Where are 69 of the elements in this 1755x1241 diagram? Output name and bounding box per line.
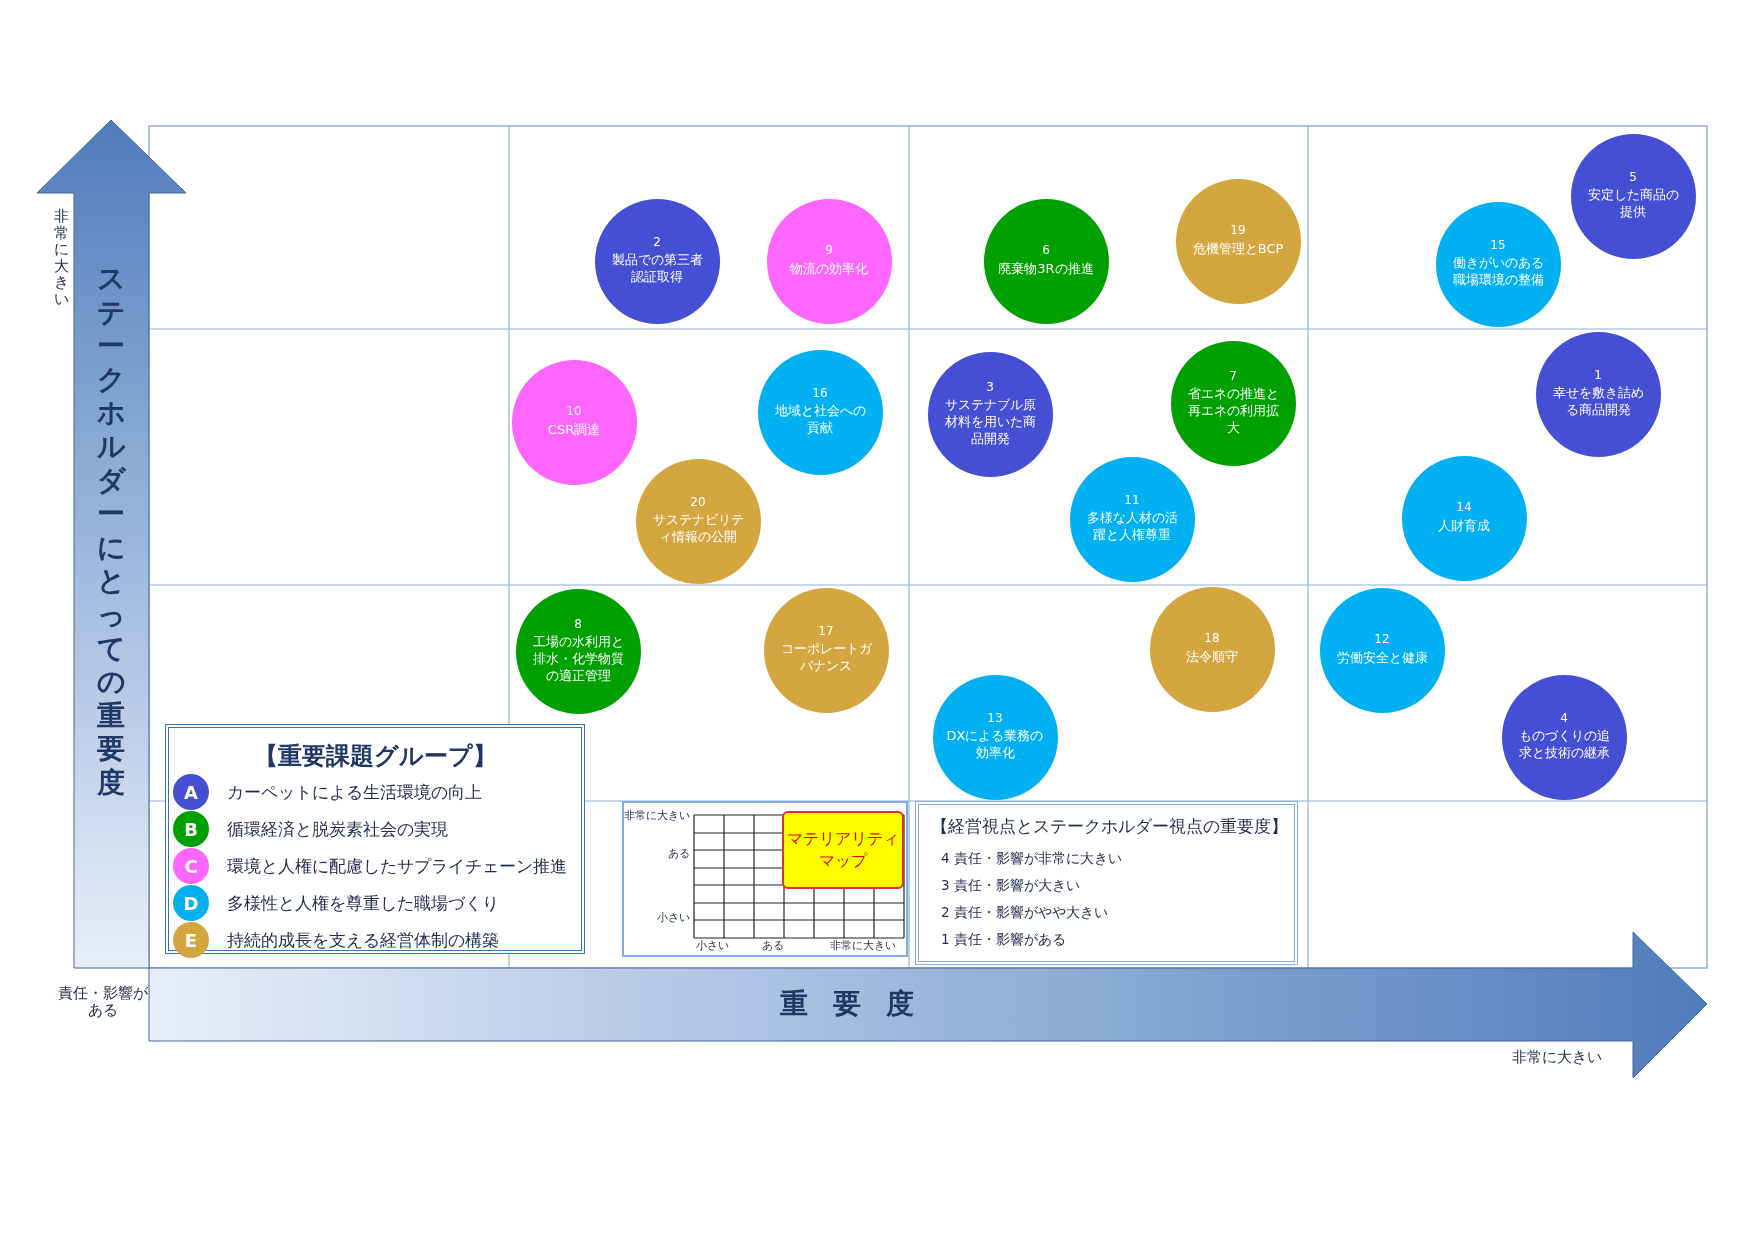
issue-label: 幸せを敷き詰める商品開発 xyxy=(1551,385,1645,419)
issue-label: 省エネの推進と再エネの利用拡大 xyxy=(1186,385,1280,437)
axis-label: ある xyxy=(762,939,785,953)
issue-number: 5 xyxy=(1629,171,1637,185)
issue-number: 14 xyxy=(1456,501,1472,515)
issue-number: 9 xyxy=(825,244,833,258)
issue-label: 工場の水利用と排水・化学物質の適正管理 xyxy=(531,633,625,685)
axis-label: ある xyxy=(667,847,690,861)
issue-label: 労働安全と健康 xyxy=(1336,649,1428,667)
issue-number: 11 xyxy=(1124,494,1140,508)
legend-text: カーペットによる生活環境の向上 xyxy=(227,782,482,804)
legend-swatch: E xyxy=(173,922,209,958)
issue-number: 15 xyxy=(1490,239,1506,253)
scale-item: 2 責任・影響がやや大きい xyxy=(940,904,1109,922)
legend-text: 多様性と人権を尊重した職場づくり xyxy=(227,893,499,915)
issue-number: 16 xyxy=(812,387,828,401)
axis-label: 小さい xyxy=(696,939,730,953)
issue-label: DXによる業務の効率化 xyxy=(946,728,1044,762)
issue-label: 法令順守 xyxy=(1186,648,1238,666)
axis-title: ステークホルダーにとっての重要度 xyxy=(97,262,125,800)
issue-number: 20 xyxy=(690,496,706,510)
issue-number: 13 xyxy=(987,712,1003,726)
issue-label: サステナビリティ情報の公開 xyxy=(651,512,745,546)
axis-tick-label: 非常に大きい xyxy=(1512,1048,1602,1067)
scale-item: 3 責任・影響が大きい xyxy=(940,877,1081,895)
issue-label: 危機管理とBCP xyxy=(1192,240,1284,258)
issue-number: 3 xyxy=(986,380,994,394)
issue-label: 働きがいのある職場環境の整備 xyxy=(1451,255,1545,289)
scale-item: 1 責任・影響がある xyxy=(940,931,1067,949)
issue-number: 2 xyxy=(653,236,661,250)
issue-number: 17 xyxy=(818,625,834,639)
issue-label: コーポレートガバナンス xyxy=(779,641,873,675)
issue-label: CSR調達 xyxy=(547,421,601,439)
issue-label: 人財育成 xyxy=(1438,517,1490,535)
issue-number: 8 xyxy=(574,617,582,631)
panel-title: 【経営視点とステークホルダー視点の重要度】 xyxy=(931,815,1284,838)
issue-label: 物流の効率化 xyxy=(790,260,868,278)
issue-label: 廃棄物3Rの推進 xyxy=(998,260,1094,278)
legend-swatch: D xyxy=(173,885,209,921)
issue-number: 7 xyxy=(1229,369,1237,383)
legend-swatch: A xyxy=(173,774,209,810)
legend-text: 循環経済と脱炭素社会の実現 xyxy=(227,819,448,841)
highlight-box: マテリアリティマップ xyxy=(782,811,904,889)
issue-number: 18 xyxy=(1204,632,1220,646)
legend-title: 【重要課題グループ】 xyxy=(252,741,498,772)
axis-tick-label: 責任・影響がある xyxy=(58,985,148,1020)
axis-label: 非常に大きい xyxy=(830,939,897,953)
scale-panel xyxy=(915,801,1298,965)
axis-label: 非常に大きい xyxy=(624,809,690,823)
axis-label: 小さい xyxy=(656,911,690,925)
axis-title: 重要度 xyxy=(780,986,940,1022)
issue-label: 多様な人材の活躍と人権尊重 xyxy=(1085,510,1179,544)
issue-number: 6 xyxy=(1042,244,1050,258)
legend-text: 持続的成長を支える経営体制の構築 xyxy=(227,930,499,952)
issue-number: 10 xyxy=(566,405,582,419)
axis-tick-label: 非常に大きい xyxy=(54,208,69,307)
issue-number: 19 xyxy=(1230,224,1246,238)
issue-number: 1 xyxy=(1594,369,1602,383)
legend-swatch: C xyxy=(173,848,209,884)
issue-label: 製品での第三者認証取得 xyxy=(610,252,704,286)
scale-item: 4 責任・影響が非常に大きい xyxy=(940,850,1123,868)
issue-label: サステナブル原材料を用いた商品開発 xyxy=(943,396,1037,448)
issue-label: 地域と社会への貢献 xyxy=(773,403,867,437)
legend-text: 環境と人権に配慮したサプライチェーン推進 xyxy=(227,856,567,878)
issue-number: 12 xyxy=(1374,633,1390,647)
issue-label: ものづくりの追求と技術の継承 xyxy=(1517,728,1611,762)
issue-label: 安定した商品の提供 xyxy=(1586,187,1680,221)
issue-number: 4 xyxy=(1560,712,1568,726)
legend-swatch: B xyxy=(173,811,209,847)
